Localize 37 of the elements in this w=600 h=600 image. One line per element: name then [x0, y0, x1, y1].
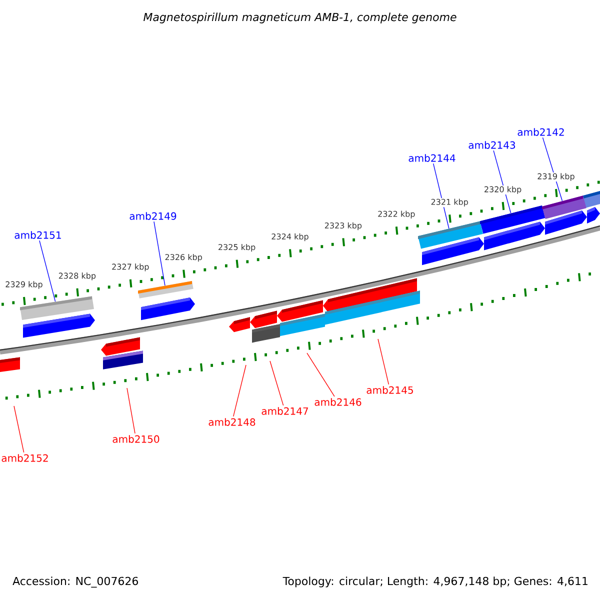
leader-line: [270, 360, 284, 406]
tick-label: 2321 kbp: [430, 198, 470, 208]
gene-label: amb2148: [208, 418, 256, 426]
gene-label: amb2147: [262, 407, 308, 415]
leader-line: [14, 406, 24, 453]
accession-text: Accession: NC_007626: [12, 576, 138, 588]
tick-label: 2320 kbp: [483, 186, 522, 194]
leader-line: [154, 221, 166, 286]
gene-bar: [418, 221, 484, 249]
gene-label: amb2149: [130, 212, 176, 220]
gene-label: amb2143: [468, 141, 516, 149]
tick-label: 2327 kbp: [110, 262, 150, 272]
tick-label: 2319 kbp: [536, 172, 576, 182]
gene-bar: [138, 281, 194, 298]
gene-label: amb2145: [366, 386, 413, 394]
leader-line: [39, 240, 56, 302]
leader-line: [126, 388, 136, 434]
gene-label: amb2146: [314, 398, 362, 406]
title: Magnetospirillum magneticum AMB-1, complete genome: [144, 12, 456, 24]
gene-label: amb2152: [2, 454, 48, 462]
tick-label: 2328 kbp: [58, 272, 97, 281]
leader-line: [378, 338, 390, 385]
tick-label: 2326 kbp: [164, 253, 204, 262]
gene-label: amb2150: [112, 435, 160, 443]
gene-bar: [542, 196, 586, 220]
gene-bar: [480, 205, 546, 234]
tick-label: 2325 kbp: [217, 243, 256, 252]
gene-label: amb2151: [14, 231, 61, 239]
leader-line: [306, 352, 335, 397]
gene-bar: [20, 296, 94, 320]
tick-label: 2324 kbp: [270, 232, 310, 242]
tick-label: 2323 kbp: [324, 222, 363, 231]
gene-label: amb2142: [518, 128, 564, 136]
gene-label: amb2144: [408, 154, 456, 162]
leader-line: [233, 364, 246, 417]
genome-info-text: Topology: circular; Length: 4,967,148 bp; Genes: 4,611: [282, 576, 588, 588]
tick-label: 2322 kbp: [376, 210, 416, 220]
